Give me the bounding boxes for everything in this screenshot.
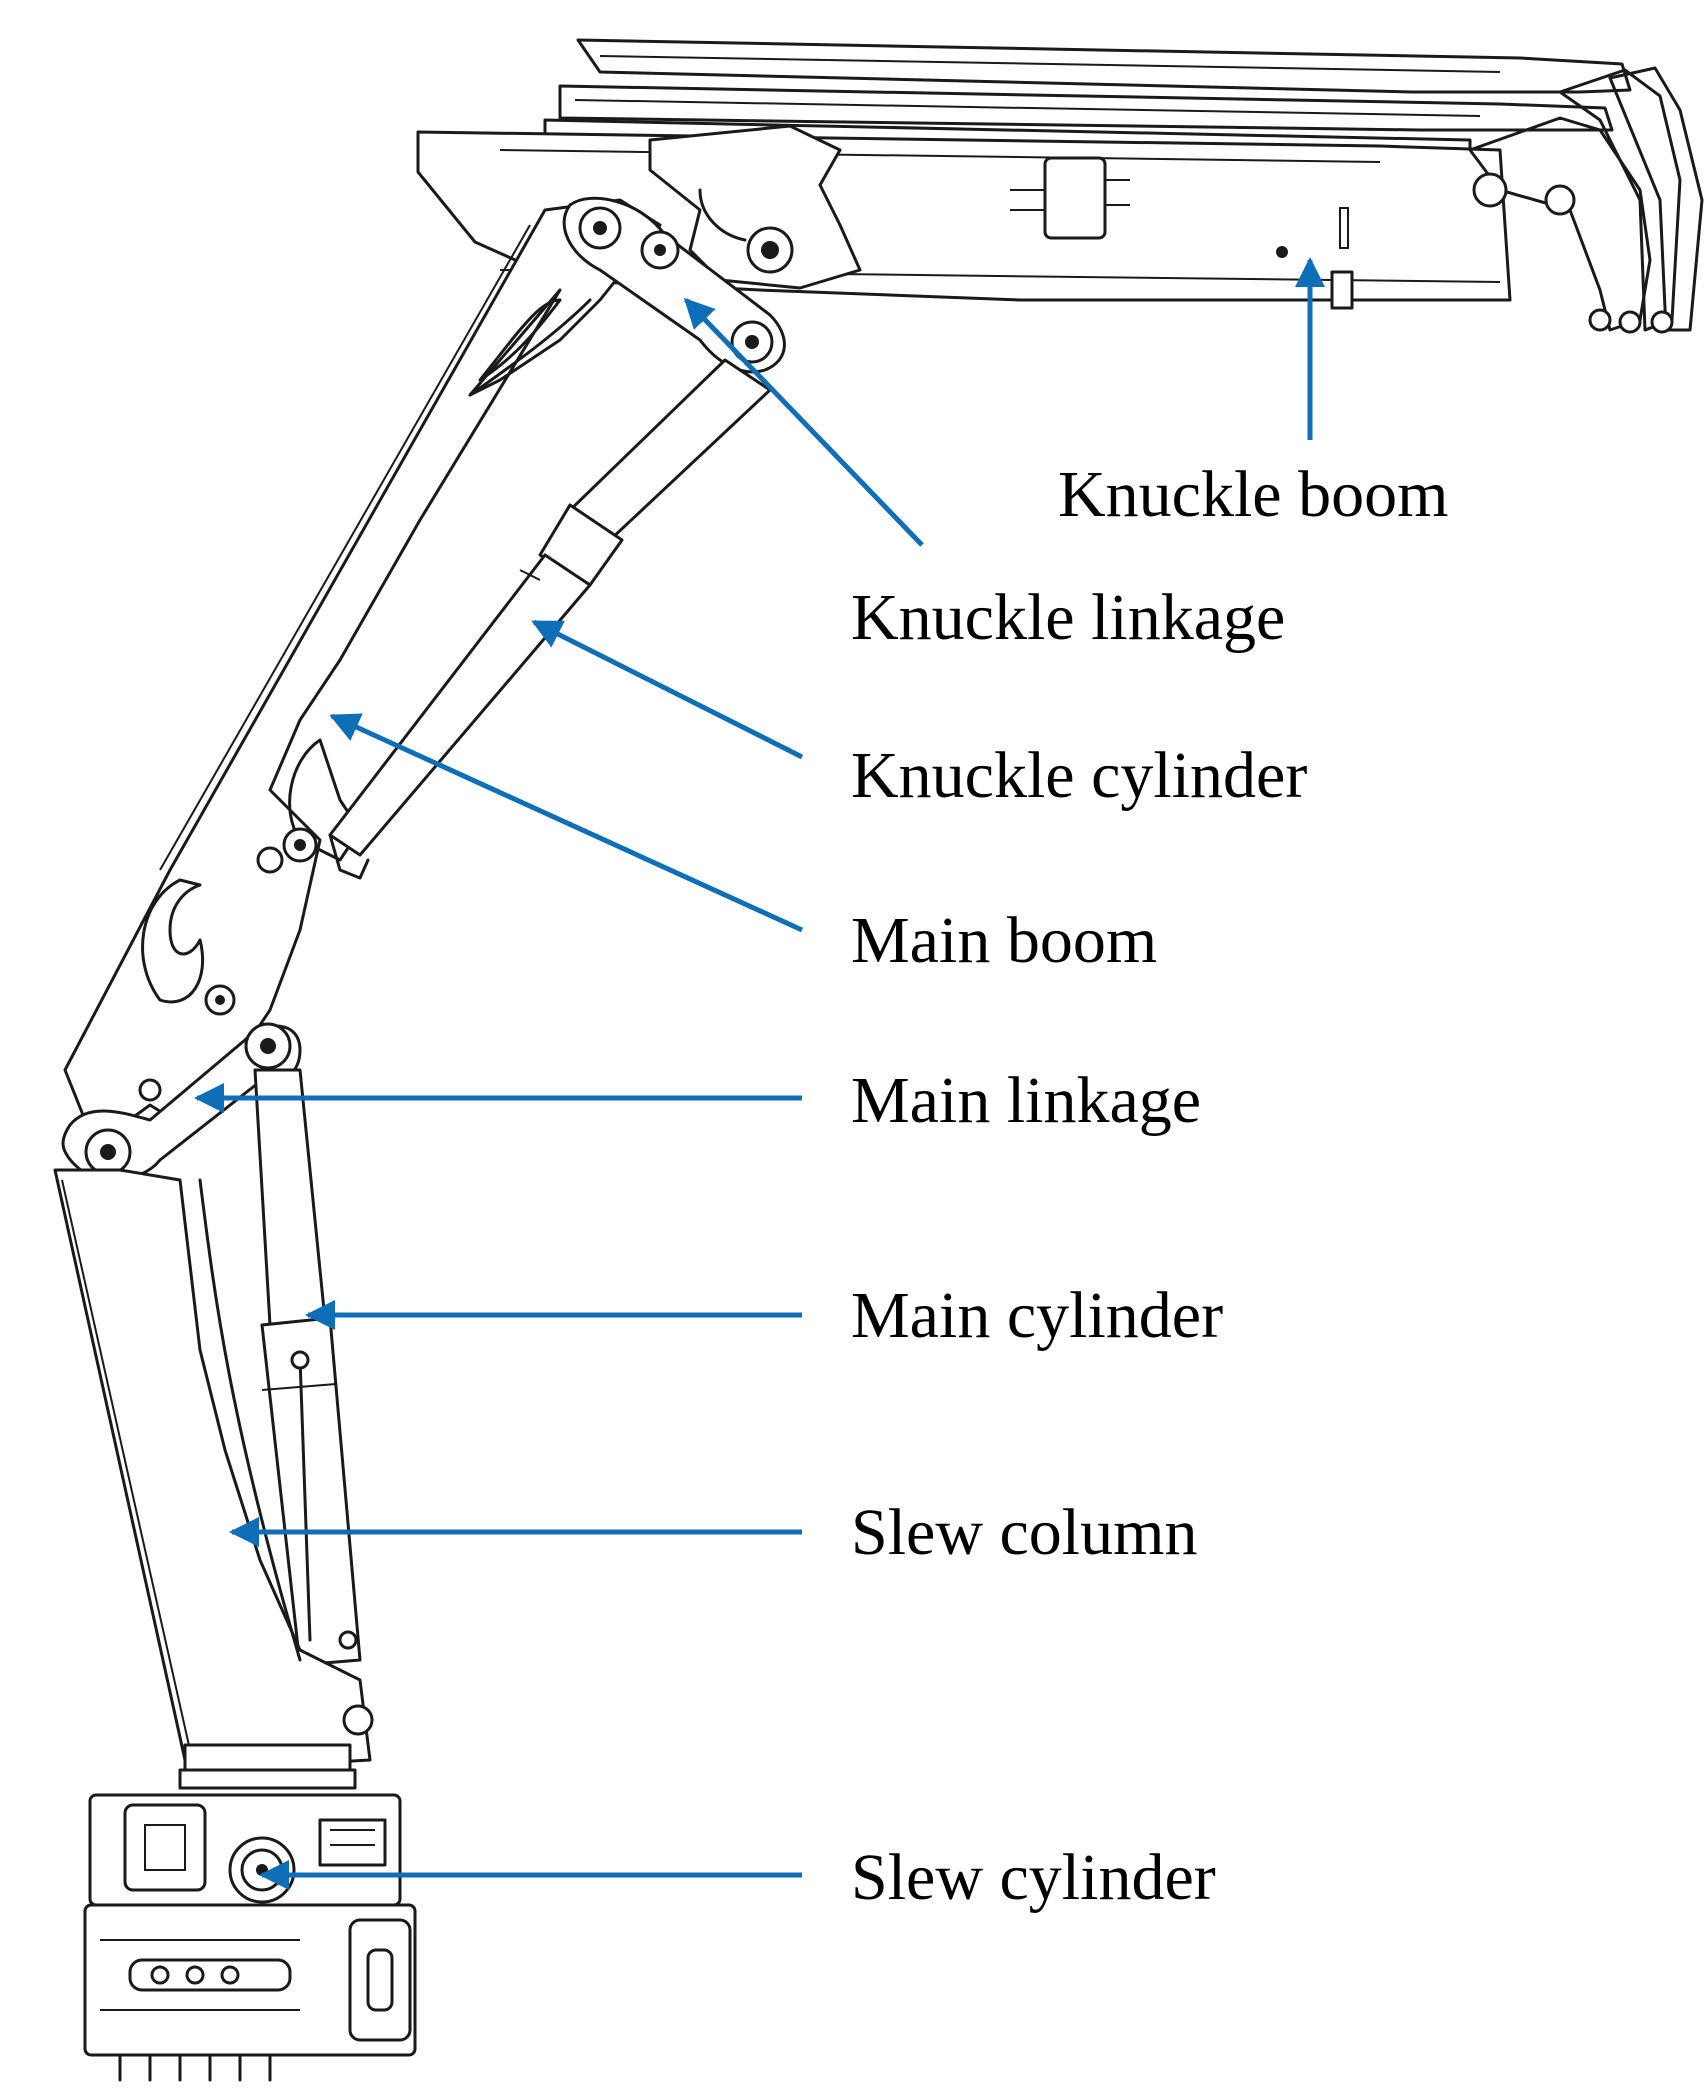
label-slew-column: Slew column: [851, 1496, 1198, 1569]
arrow-knuckle-linkage: [683, 297, 924, 547]
knuckle-cylinder-drawing: [328, 358, 772, 880]
label-slew-cylinder: Slew cylinder: [851, 1841, 1216, 1914]
label-main-linkage: Main linkage: [851, 1064, 1202, 1137]
label-knuckle-boom: Knuckle boom: [1058, 458, 1449, 531]
label-main-cylinder: Main cylinder: [851, 1279, 1224, 1352]
label-knuckle-linkage: Knuckle linkage: [851, 581, 1286, 654]
label-knuckle-cylinder: Knuckle cylinder: [851, 739, 1308, 812]
slew-column-drawing: [53, 1168, 374, 1790]
main-boom-drawing: [63, 198, 662, 1147]
label-main-boom: Main boom: [851, 904, 1158, 977]
slew-base-drawing: [83, 1793, 417, 2082]
knuckle-linkage-drawing: [562, 196, 786, 374]
arrow-main-boom: [329, 713, 804, 933]
arrows: [194, 257, 1325, 1890]
arrow-knuckle-cylinder: [531, 619, 804, 760]
main-cylinder-drawing: [253, 1068, 362, 1667]
